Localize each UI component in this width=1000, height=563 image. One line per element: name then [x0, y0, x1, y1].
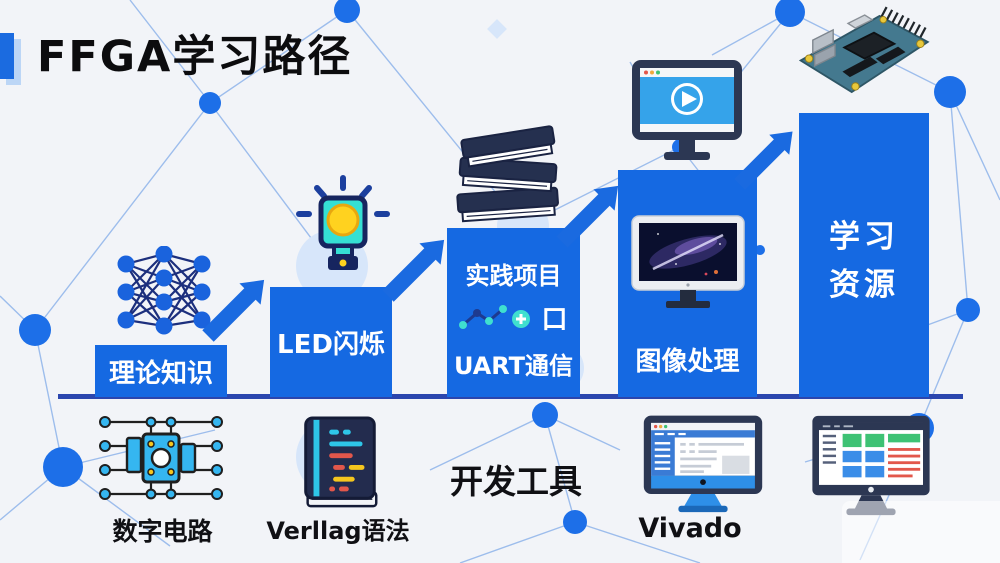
step-label: LED闪烁 — [277, 329, 385, 360]
watermark — [842, 501, 1000, 563]
step-label: UART通信 — [453, 352, 574, 380]
step-bar-image-processing: 图像处理 — [618, 170, 757, 397]
page-title: FFGA学习路径 — [37, 32, 353, 82]
dev-tools-label: 开发工具 — [450, 462, 582, 501]
step-bar-projects: 实践项目 口 UART通信 — [447, 228, 580, 397]
image-processing-monitor-icon — [630, 215, 745, 308]
code-book-icon — [304, 416, 378, 508]
step-bar-theory: 理论知识 — [95, 345, 227, 397]
fpga-dev-board-icon — [798, 6, 930, 94]
arrow-up-icon — [556, 185, 619, 248]
step-label: 实践项目 — [465, 262, 562, 290]
step-bar-resources: 学习 资源 — [799, 113, 929, 397]
neural-network-icon — [117, 246, 211, 335]
step-label: 理论知识 — [108, 358, 213, 389]
step-label-line1: 学习 — [829, 219, 899, 255]
line-chart-plus-icon — [459, 304, 531, 329]
step-label: 图像处理 — [635, 347, 740, 377]
title-accent-bar — [0, 33, 14, 79]
digital-circuit-chip-icon — [99, 416, 223, 500]
step-icon-suffix: 口 — [541, 305, 568, 335]
arrow-up-icon — [734, 131, 793, 190]
step-label-line2: 资源 — [829, 267, 899, 304]
video-player-monitor-icon — [632, 60, 742, 160]
arrow-up-icon — [202, 279, 265, 342]
vivado-ide-monitor-icon — [643, 415, 763, 513]
digital-circuit-label: 数字电路 — [112, 517, 213, 546]
books-stack-icon — [456, 125, 559, 223]
step-bar-led: LED闪烁 — [270, 287, 392, 397]
dashboard-monitor-icon — [812, 415, 930, 516]
step-label: 学习 资源 — [829, 213, 899, 309]
vivado-label: Vivado — [638, 513, 742, 544]
arrow-up-icon — [382, 239, 445, 302]
led-lamp-icon — [296, 175, 390, 270]
verilog-syntax-label: Verllag语法 — [266, 517, 410, 545]
